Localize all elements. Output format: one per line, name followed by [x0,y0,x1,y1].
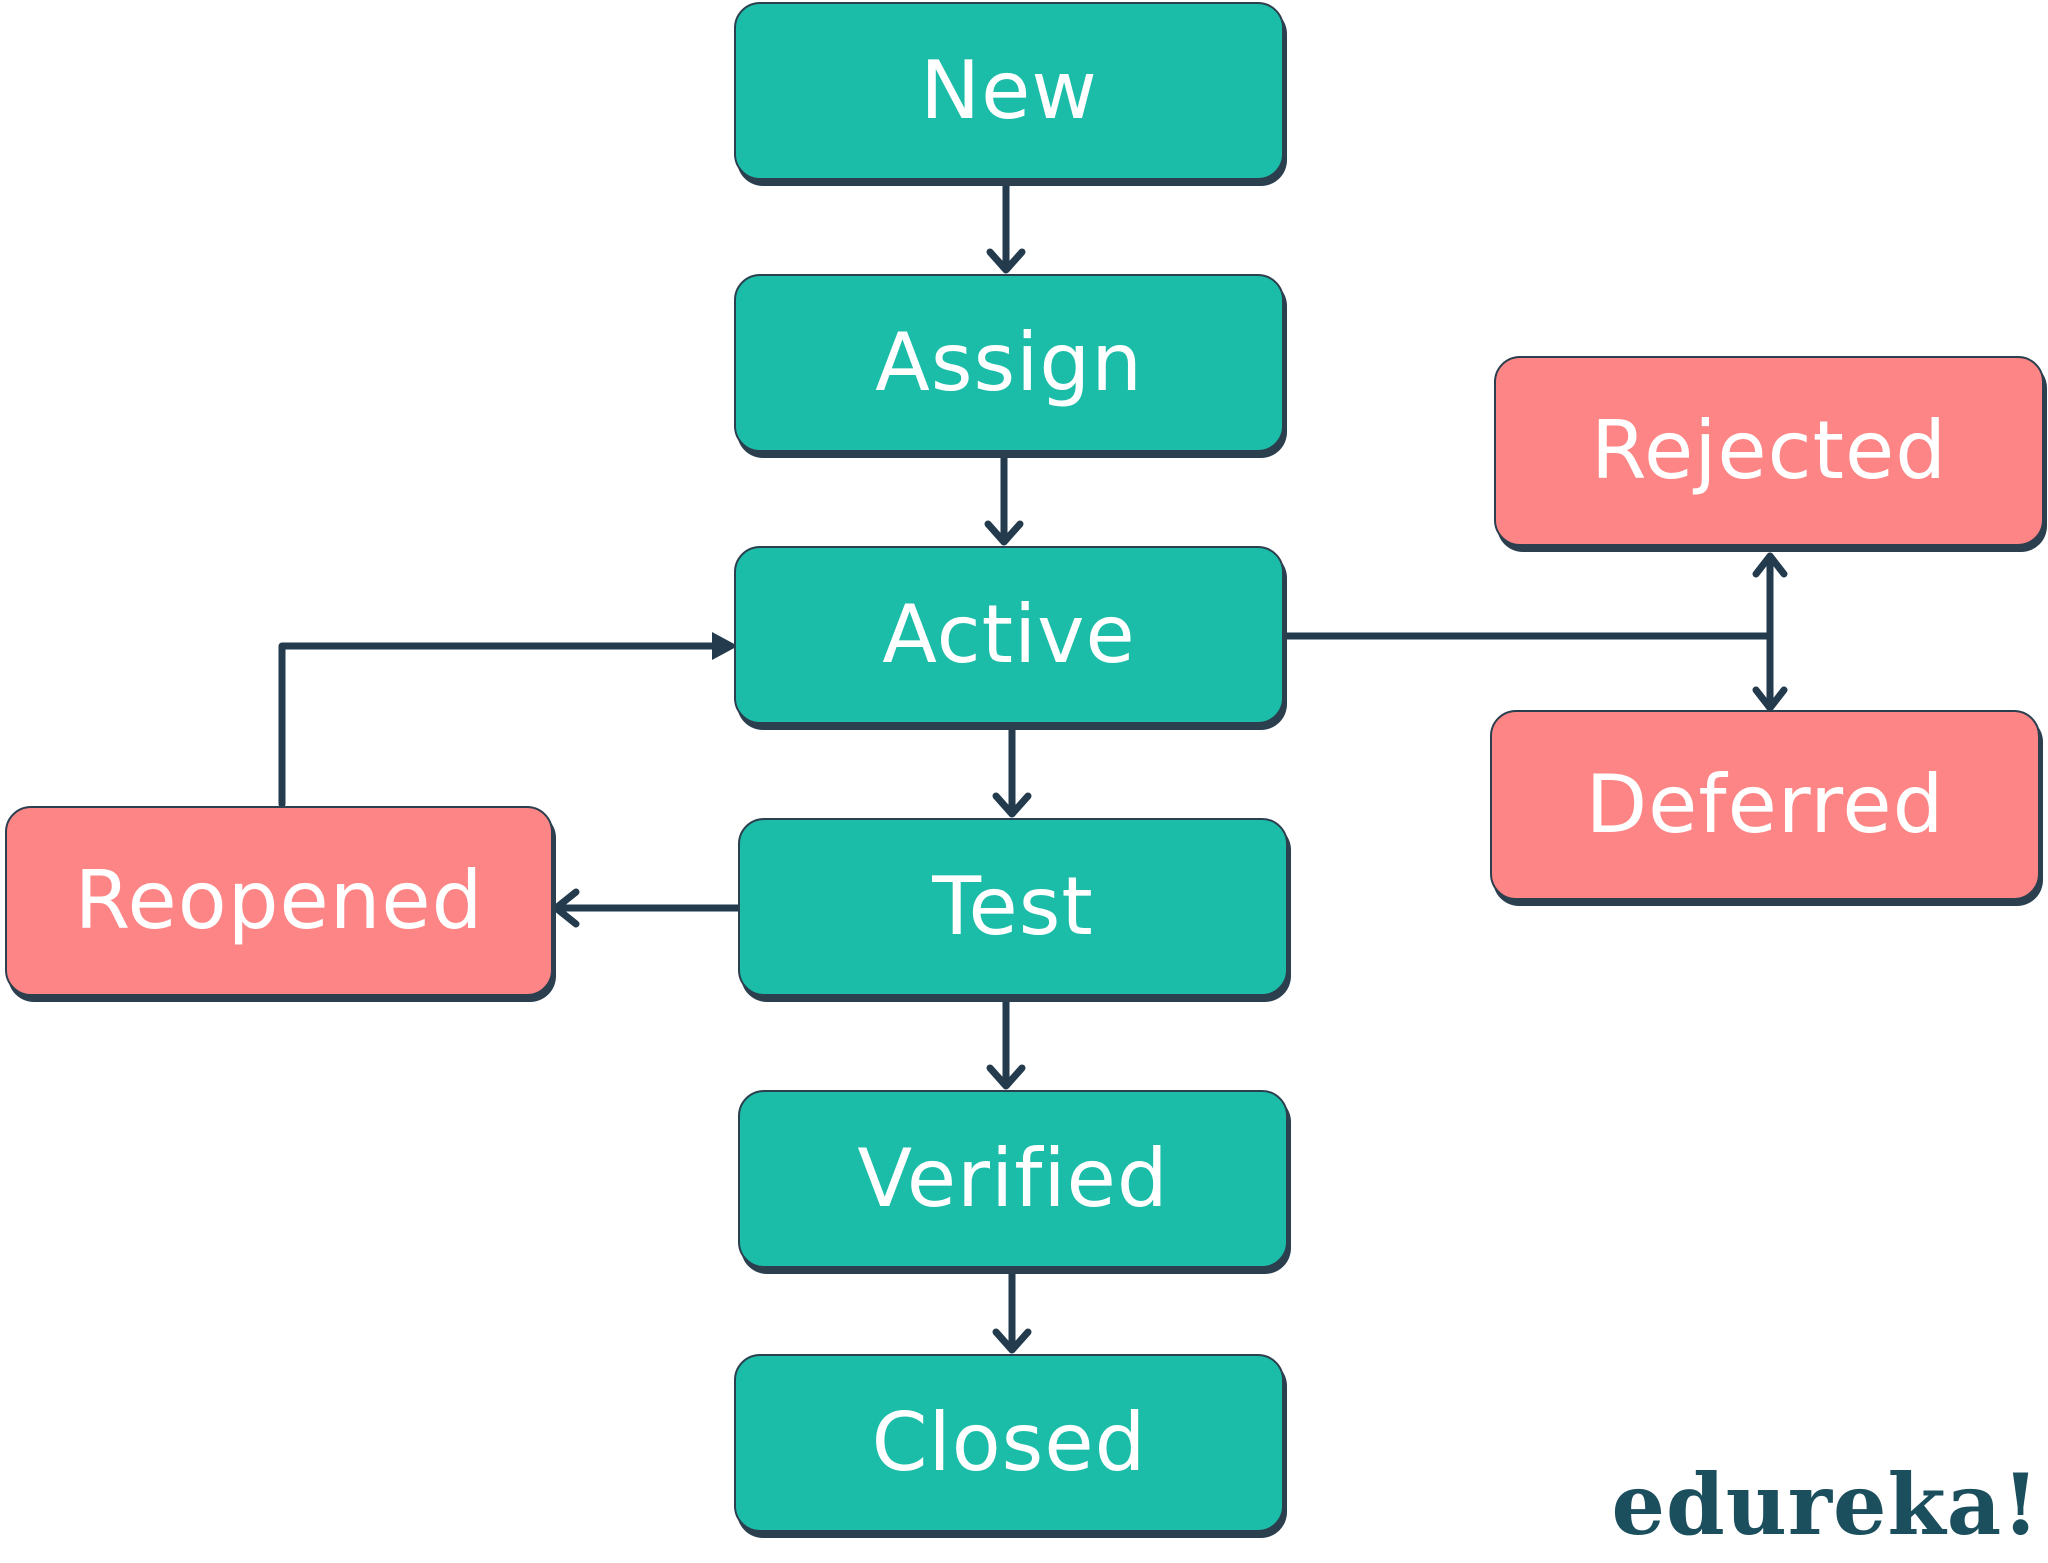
state-new-label: New [920,44,1098,137]
state-verified: Verified [738,1090,1288,1268]
arrow-new-to-assign [986,178,1026,274]
state-assign-label: Assign [875,316,1143,409]
arrow-reopened-to-active [278,642,730,808]
state-assign: Assign [734,274,1284,452]
state-verified-label: Verified [857,1132,1169,1225]
state-new: New [734,2,1284,180]
state-active: Active [734,546,1284,724]
state-reopened-label: Reopened [74,854,484,947]
state-test-label: Test [932,860,1094,953]
state-deferred-label: Deferred [1585,758,1945,851]
arrow-active-to-test [992,722,1032,818]
arrow-test-to-verified [986,994,1026,1090]
state-closed-label: Closed [871,1396,1147,1489]
state-rejected: Rejected [1494,356,2044,546]
arrow-assign-to-active [984,450,1024,546]
arrow-active-to-rejected-deferred [1282,552,1788,712]
state-test: Test [738,818,1288,996]
edureka-logo: edureka! [1611,1455,2040,1554]
state-rejected-label: Rejected [1590,404,1947,497]
state-active-label: Active [882,588,1136,681]
arrow-verified-to-closed [992,1266,1032,1354]
arrowhead-into-active [712,632,738,660]
state-deferred: Deferred [1490,710,2040,900]
arrow-test-to-reopened [552,888,742,928]
state-closed: Closed [734,1354,1284,1532]
state-reopened: Reopened [5,806,553,996]
